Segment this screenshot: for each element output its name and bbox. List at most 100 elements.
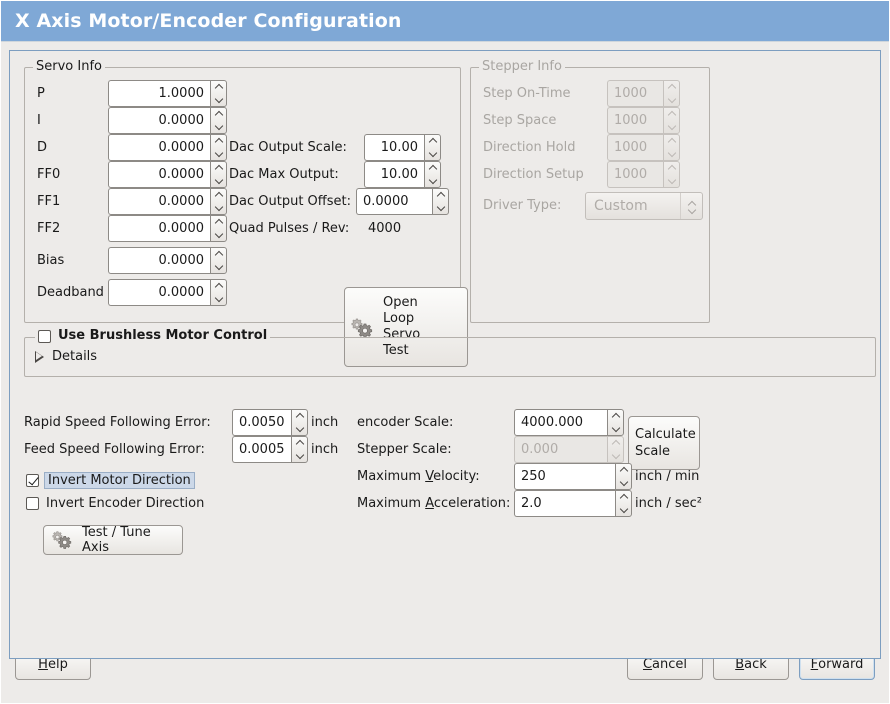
spin-up-icon[interactable] [211, 162, 226, 175]
rapid-following-error-spinner[interactable]: 0.0050 [232, 409, 308, 436]
servo-label-i: I [37, 113, 41, 128]
spin-up-icon[interactable] [292, 437, 307, 450]
stepper-scale-spinner: 0.000 [514, 436, 624, 463]
servo-ff2-value[interactable]: 0.0000 [108, 215, 210, 242]
back-mnemonic: B [735, 656, 745, 672]
spin-down-icon[interactable] [616, 504, 631, 517]
dac-output-offset-stepper[interactable] [432, 188, 449, 215]
dac-max-output-value[interactable]: 10.00 [364, 161, 424, 188]
servo-deadband-value[interactable]: 0.0000 [108, 279, 210, 306]
maximum-acceleration-stepper[interactable] [615, 490, 632, 517]
use-brushless-checkbox[interactable] [38, 329, 51, 343]
feed-following-error-value[interactable]: 0.0005 [232, 436, 291, 463]
spin-up-icon[interactable] [433, 189, 448, 202]
servo-deadband-spinner[interactable]: 0.0000 [108, 279, 227, 306]
feed-following-error-label: Feed Speed Following Error: [24, 442, 205, 457]
rapid-following-error-stepper[interactable] [291, 409, 308, 436]
encoder-scale-stepper[interactable] [607, 409, 624, 436]
spin-up-icon[interactable] [211, 108, 226, 121]
spin-up-icon[interactable] [608, 410, 623, 423]
spin-down-icon[interactable] [211, 94, 226, 107]
encoder-scale-spinner[interactable]: 4000.000 [514, 409, 624, 436]
encoder-scale-value[interactable]: 4000.000 [514, 409, 607, 436]
maximum-velocity-spinner[interactable]: 250 [514, 463, 632, 490]
servo-ff0-stepper[interactable] [210, 161, 227, 188]
dac-max-output-stepper[interactable] [424, 161, 441, 188]
spin-down-icon[interactable] [616, 477, 631, 490]
spin-down-icon[interactable] [425, 148, 440, 161]
spin-up-icon[interactable] [211, 135, 226, 148]
servo-d-value[interactable]: 0.0000 [108, 134, 210, 161]
dac-output-offset-value[interactable]: 0.0000 [356, 188, 432, 215]
spin-down-icon[interactable] [433, 202, 448, 215]
chevron-right-icon[interactable] [35, 350, 44, 363]
spin-up-icon[interactable] [211, 81, 226, 94]
spin-up-icon[interactable] [425, 162, 440, 175]
feed-following-error-spinner[interactable]: 0.0005 [232, 436, 308, 463]
dac-output-scale-value[interactable]: 10.00 [364, 134, 424, 161]
invert-encoder-direction-checkbox[interactable]: Invert Encoder Direction [26, 496, 204, 511]
servo-bias-stepper[interactable] [210, 247, 227, 274]
spin-up-icon[interactable] [211, 280, 226, 293]
spin-down-icon[interactable] [211, 293, 226, 306]
servo-i-stepper[interactable] [210, 107, 227, 134]
maximum-acceleration-spinner[interactable]: 2.0 [514, 490, 632, 517]
spin-down-icon[interactable] [211, 261, 226, 274]
servo-ff1-spinner[interactable]: 0.0000 [108, 188, 227, 215]
servo-ff2-stepper[interactable] [210, 215, 227, 242]
spin-up-icon[interactable] [211, 189, 226, 202]
open-loop-servo-test-button[interactable]: Open Loop Servo Test [344, 287, 468, 367]
servo-d-spinner[interactable]: 0.0000 [108, 134, 227, 161]
spin-down-icon[interactable] [211, 121, 226, 134]
spin-down-icon[interactable] [211, 175, 226, 188]
servo-deadband-stepper[interactable] [210, 279, 227, 306]
servo-i-value[interactable]: 0.0000 [108, 107, 210, 134]
servo-p-stepper[interactable] [210, 80, 227, 107]
gears-icon [50, 529, 76, 551]
servo-i-spinner[interactable]: 0.0000 [108, 107, 227, 134]
maximum-velocity-stepper[interactable] [615, 463, 632, 490]
servo-ff0-spinner[interactable]: 0.0000 [108, 161, 227, 188]
maximum-acceleration-value[interactable]: 2.0 [514, 490, 615, 517]
details-expander[interactable]: Details [35, 349, 97, 364]
feed-following-error-stepper[interactable] [291, 436, 308, 463]
invert-motor-direction-checkbox[interactable]: Invert Motor Direction [26, 472, 195, 489]
servo-p-value[interactable]: 1.0000 [108, 80, 210, 107]
spin-down-icon[interactable] [211, 229, 226, 242]
checkbox-box[interactable] [26, 474, 39, 487]
servo-d-stepper[interactable] [210, 134, 227, 161]
servo-ff2-spinner[interactable]: 0.0000 [108, 215, 227, 242]
calculate-scale-button[interactable]: Calculate Scale [628, 416, 700, 470]
servo-ff1-stepper[interactable] [210, 188, 227, 215]
test-tune-axis-button[interactable]: Test / Tune Axis [43, 525, 183, 555]
maximum-velocity-value[interactable]: 250 [514, 463, 615, 490]
calculate-scale-line2: Scale [635, 444, 670, 459]
dac-max-output-spinner[interactable]: 10.00 [364, 161, 441, 188]
servo-bias-value[interactable]: 0.0000 [108, 247, 210, 274]
dac-output-scale-stepper[interactable] [424, 134, 441, 161]
spin-up-icon[interactable] [616, 464, 631, 477]
spin-down-icon[interactable] [425, 175, 440, 188]
servo-ff1-value[interactable]: 0.0000 [108, 188, 210, 215]
spin-up-icon[interactable] [211, 248, 226, 261]
spin-up-icon[interactable] [292, 410, 307, 423]
spin-down-icon[interactable] [292, 423, 307, 436]
servo-ff0-value[interactable]: 0.0000 [108, 161, 210, 188]
gears-icon [349, 316, 375, 338]
servo-label-d: D [37, 140, 48, 155]
spin-up-icon[interactable] [211, 216, 226, 229]
spin-down-icon[interactable] [608, 423, 623, 436]
rapid-following-error-value[interactable]: 0.0050 [232, 409, 291, 436]
dac-output-offset-spinner[interactable]: 0.0000 [356, 188, 449, 215]
open-loop-line1: Open [383, 295, 418, 310]
spin-down-icon[interactable] [292, 450, 307, 463]
spin-down-icon[interactable] [211, 148, 226, 161]
spin-up-icon[interactable] [425, 135, 440, 148]
spin-down-icon[interactable] [211, 202, 226, 215]
stepper-scale-label: Stepper Scale: [357, 442, 452, 457]
servo-p-spinner[interactable]: 1.0000 [108, 80, 227, 107]
servo-bias-spinner[interactable]: 0.0000 [108, 247, 227, 274]
dac-output-scale-spinner[interactable]: 10.00 [364, 134, 441, 161]
spin-up-icon[interactable] [616, 491, 631, 504]
checkbox-box[interactable] [26, 497, 39, 510]
